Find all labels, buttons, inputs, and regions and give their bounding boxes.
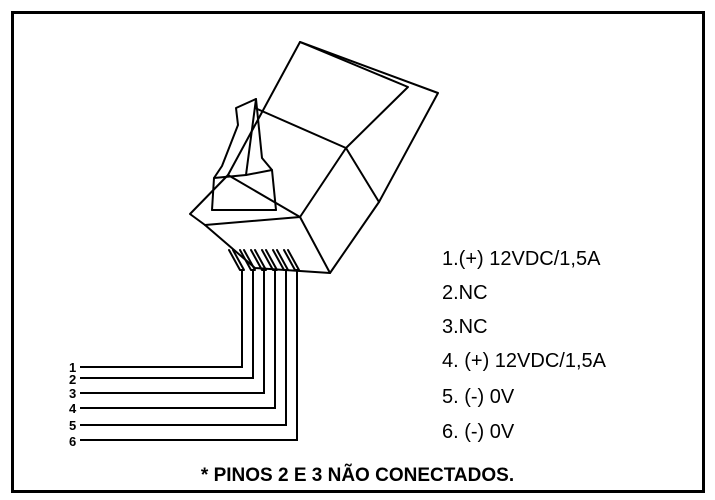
- latch-tab: [211, 98, 277, 211]
- connector-outline: [189, 41, 439, 274]
- latch-edge: [245, 98, 257, 176]
- latch-edge: [245, 169, 273, 176]
- wire-number-6: 6: [69, 434, 77, 449]
- wires: [80, 270, 298, 441]
- wire-2: [80, 270, 254, 379]
- pin-description-6: 6. (-) 0V: [442, 421, 515, 443]
- wire-number-3: 3: [69, 386, 77, 401]
- latch-edge: [213, 174, 247, 179]
- connector-edge: [299, 147, 347, 218]
- pin-description-3: 3.NC: [442, 316, 488, 338]
- footnote: * PINOS 2 E 3 NÃO CONECTADOS.: [200, 465, 515, 486]
- diagram-frame: [11, 11, 705, 493]
- wire-1: [80, 270, 243, 368]
- connector-front-face: [204, 216, 301, 226]
- wire-number-5: 5: [69, 418, 77, 433]
- connector-edge: [345, 147, 380, 203]
- pin-description-5: 5. (-) 0V: [442, 386, 515, 408]
- wire-5: [80, 270, 287, 426]
- wire-number-4: 4: [69, 401, 77, 416]
- pin-description-2: 2.NC: [442, 282, 488, 304]
- pin-contacts: [228, 249, 300, 271]
- wire-3: [80, 270, 265, 394]
- pin-description-4: 4. (+) 12VDC/1,5A: [442, 350, 606, 372]
- wire-number-1: 1: [69, 360, 77, 375]
- wire-6: [80, 270, 298, 441]
- connector-back-face: [254, 41, 409, 149]
- pin-description-1: 1.(+) 12VDC/1,5A: [442, 248, 601, 270]
- wire-number-2: 2: [69, 372, 77, 387]
- wire-4: [80, 270, 276, 409]
